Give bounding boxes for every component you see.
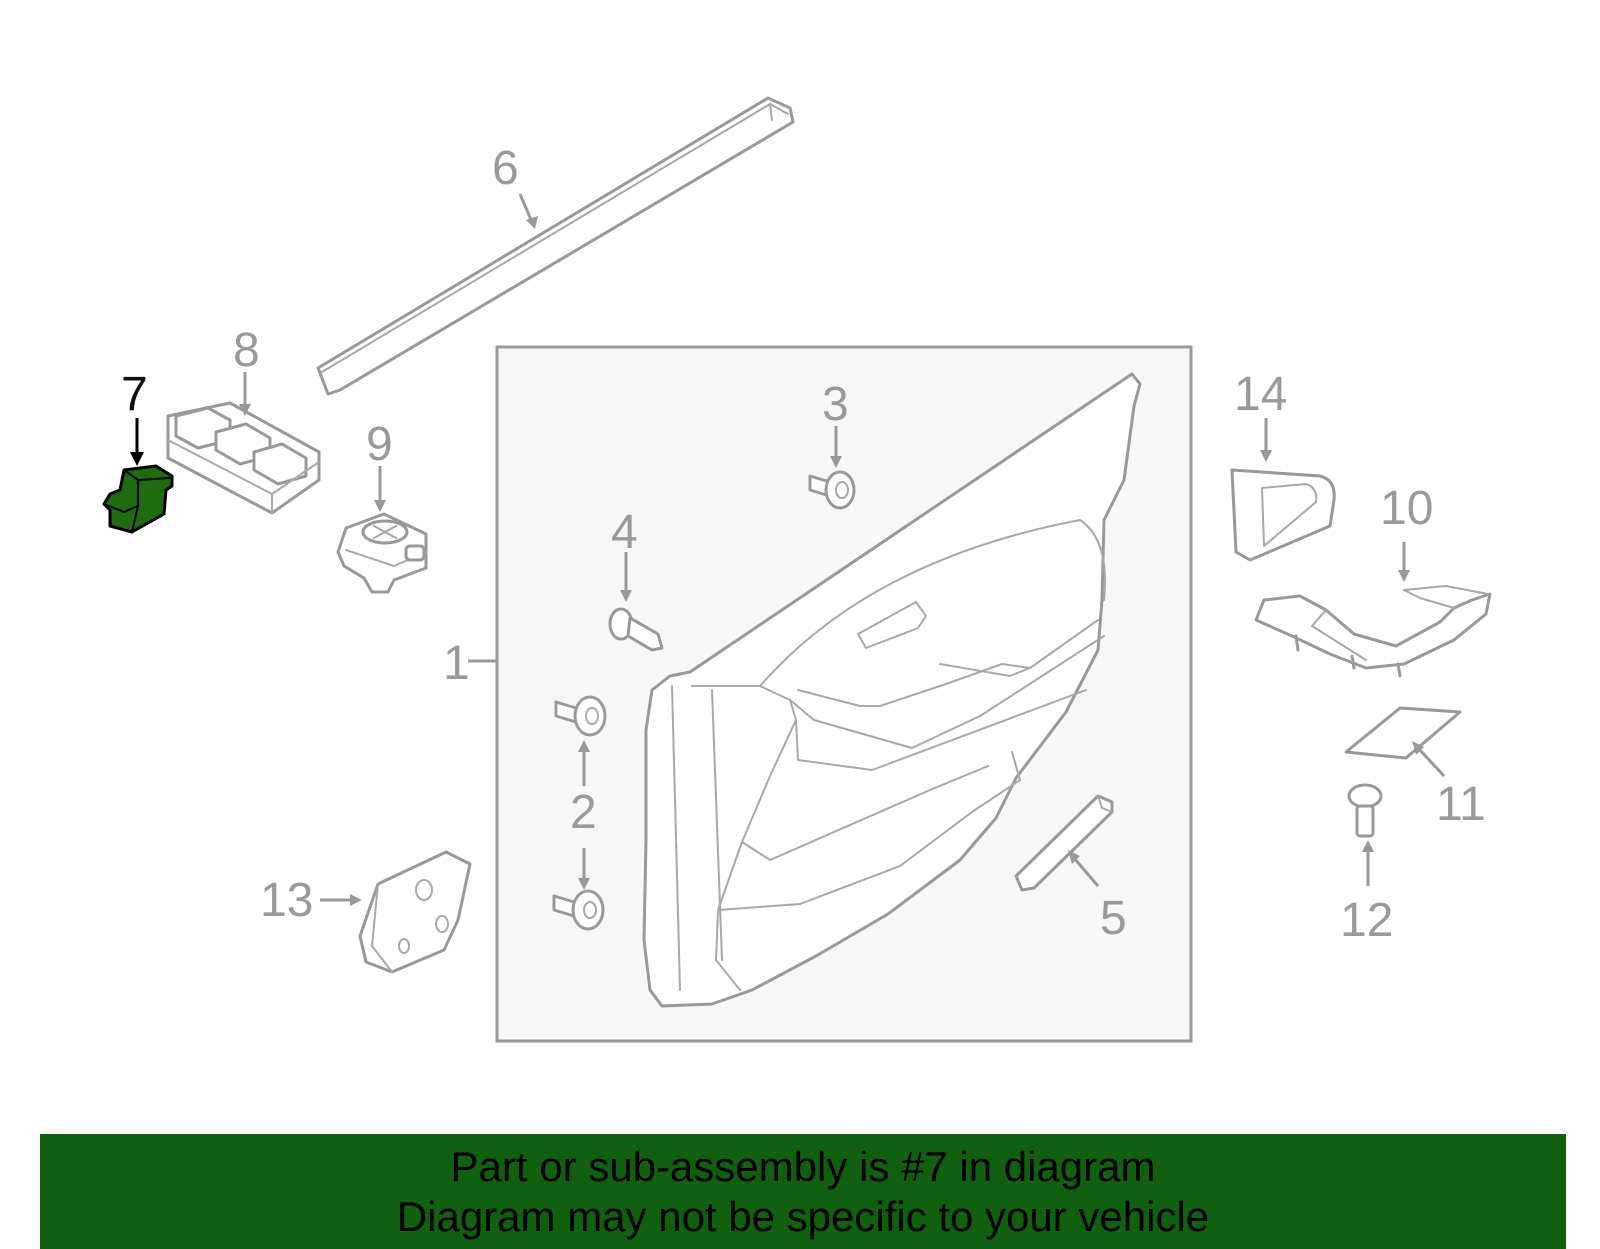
part-14-handle-bezel[interactable]	[1230, 468, 1336, 562]
part-10-armrest-trim[interactable]	[1254, 585, 1492, 678]
part-8-window-switch-assembly[interactable]	[166, 401, 321, 515]
callout-6: 6	[492, 142, 519, 195]
part-5-strip[interactable]	[1014, 794, 1114, 892]
part-1-door-trim-panel[interactable]	[642, 372, 1142, 1008]
leader-line-7	[130, 418, 144, 466]
part-4-clip[interactable]	[608, 607, 664, 652]
part-9-mirror-switch[interactable]	[336, 512, 428, 594]
callout-13: 13	[260, 874, 313, 927]
callout-8: 8	[233, 324, 260, 377]
callout-1: 1	[443, 637, 470, 690]
banner-line-1: Part or sub-assembly is #7 in diagram	[450, 1143, 1156, 1190]
callout-14: 14	[1234, 368, 1287, 421]
callout-12: 12	[1340, 894, 1393, 947]
callout-11: 11	[1436, 778, 1486, 831]
part-7-window-switch-highlighted[interactable]	[102, 464, 174, 534]
part-13-bracket[interactable]	[358, 850, 472, 974]
callout-9: 9	[366, 418, 393, 471]
part-2-screw-upper[interactable]	[554, 695, 607, 737]
part-11-pad[interactable]	[1344, 706, 1462, 760]
part-2-screw-lower[interactable]	[552, 889, 605, 931]
leader-lines	[239, 193, 1446, 906]
banner-line-2: Diagram may not be specific to your vehi…	[396, 1193, 1210, 1240]
callout-5: 5	[1100, 892, 1127, 945]
callout-4: 4	[611, 506, 638, 559]
callout-10: 10	[1380, 482, 1433, 535]
info-banner: Part or sub-assembly is #7 in diagram Di…	[40, 1134, 1566, 1249]
callout-2: 2	[570, 786, 597, 839]
part-3-screw[interactable]	[808, 470, 856, 510]
part-6-weatherstrip[interactable]	[316, 96, 795, 396]
callout-3: 3	[822, 378, 849, 431]
part-12-push-clip[interactable]	[1347, 783, 1383, 838]
callout-7: 7	[121, 368, 148, 421]
